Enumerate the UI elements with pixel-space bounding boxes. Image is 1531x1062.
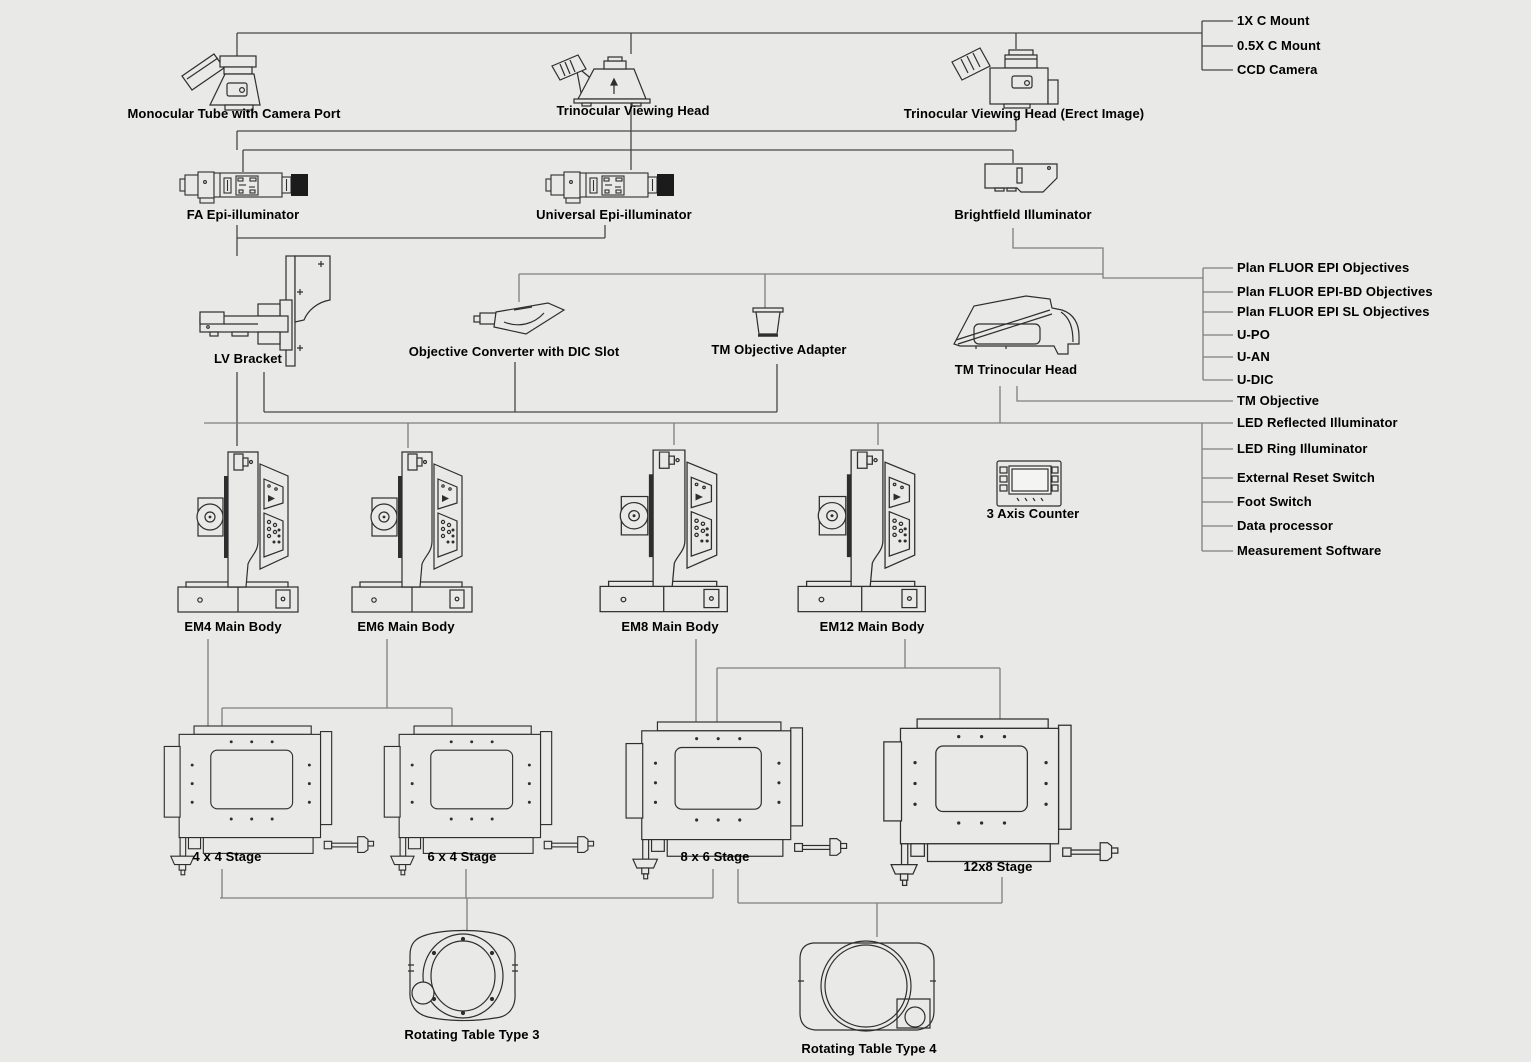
label-stage-4x4: 4 x 4 Stage: [192, 849, 262, 864]
label-ccd-camera: CCD Camera: [1237, 62, 1318, 77]
label-universal-epi: Universal Epi-illuminator: [536, 207, 692, 222]
connector-lines: [204, 20, 1233, 937]
label-tm-trinocular-head: TM Trinocular Head: [954, 362, 1078, 377]
label-u-po: U-PO: [1237, 327, 1270, 342]
label-em12: EM12 Main Body: [819, 619, 925, 634]
label-lv-bracket: LV Bracket: [214, 351, 282, 366]
label-table4: Rotating Table Type 4: [801, 1041, 937, 1056]
label-em8: EM8 Main Body: [621, 619, 719, 634]
label-foot-switch: Foot Switch: [1237, 494, 1312, 509]
label-stage-12x8: 12x8 Stage: [963, 859, 1033, 874]
label-axis-counter: 3 Axis Counter: [986, 506, 1080, 521]
label-fa-epi: FA Epi-illuminator: [186, 207, 300, 222]
trinocular-head-drawing: [551, 54, 651, 107]
em8-main-body-drawing: [599, 449, 728, 613]
em6-main-body-drawing: [351, 451, 473, 613]
label-measurement-software: Measurement Software: [1237, 543, 1382, 558]
label-objective-converter: Objective Converter with DIC Slot: [408, 344, 620, 359]
label-u-an: U-AN: [1237, 349, 1270, 364]
label-stage-6x4: 6 x 4 Stage: [427, 849, 497, 864]
label-brightfield: Brightfield Illuminator: [954, 207, 1092, 222]
rotating-table-4-drawing: [798, 940, 936, 1032]
label-monocular-tube: Monocular Tube with Camera Port: [127, 106, 341, 121]
lv-bracket-drawing: [199, 255, 331, 367]
label-led-reflected: LED Reflected Illuminator: [1237, 415, 1398, 430]
label-trinocular-head: Trinocular Viewing Head: [556, 103, 710, 118]
rotating-table-3-drawing: [408, 929, 518, 1022]
label-tm-objective: TM Objective: [1237, 393, 1320, 408]
em4-main-body-drawing: [177, 451, 299, 613]
label-trinocular-head-erect: Trinocular Viewing Head (Erect Image): [903, 106, 1145, 121]
label-1x-c-mount: 1X C Mount: [1237, 13, 1310, 28]
fa-epi-illuminator-drawing: [179, 171, 309, 204]
label-em6: EM6 Main Body: [357, 619, 455, 634]
objective-converter-drawing: [473, 302, 566, 335]
axis-counter-drawing: [996, 460, 1062, 507]
tm-objective-adapter-drawing: [752, 307, 784, 337]
label-em4: EM4 Main Body: [184, 619, 282, 634]
trinocular-head-erect-drawing: [951, 47, 1059, 109]
em12-main-body-drawing: [797, 449, 926, 613]
label-u-dic: U-DIC: [1237, 372, 1274, 387]
brightfield-illuminator-drawing: [984, 163, 1058, 193]
label-tm-objective-adapter: TM Objective Adapter: [711, 342, 847, 357]
label-05x-c-mount: 0.5X C Mount: [1237, 38, 1321, 53]
tm-trinocular-head-drawing: [953, 295, 1080, 355]
label-plan-fluor-epi-sl: Plan FLUOR EPI SL Objectives: [1237, 304, 1430, 319]
label-external-reset: External Reset Switch: [1237, 470, 1375, 485]
label-data-processor: Data processor: [1237, 518, 1334, 533]
label-plan-fluor-epi-bd: Plan FLUOR EPI-BD Objectives: [1237, 284, 1433, 299]
label-table3: Rotating Table Type 3: [404, 1027, 540, 1042]
label-stage-8x6: 8 x 6 Stage: [680, 849, 750, 864]
universal-epi-illuminator-drawing: [545, 171, 675, 204]
label-plan-fluor-epi: Plan FLUOR EPI Objectives: [1237, 260, 1410, 275]
label-led-ring: LED Ring Illuminator: [1237, 441, 1368, 456]
monocular-tube-drawing: [181, 53, 261, 111]
